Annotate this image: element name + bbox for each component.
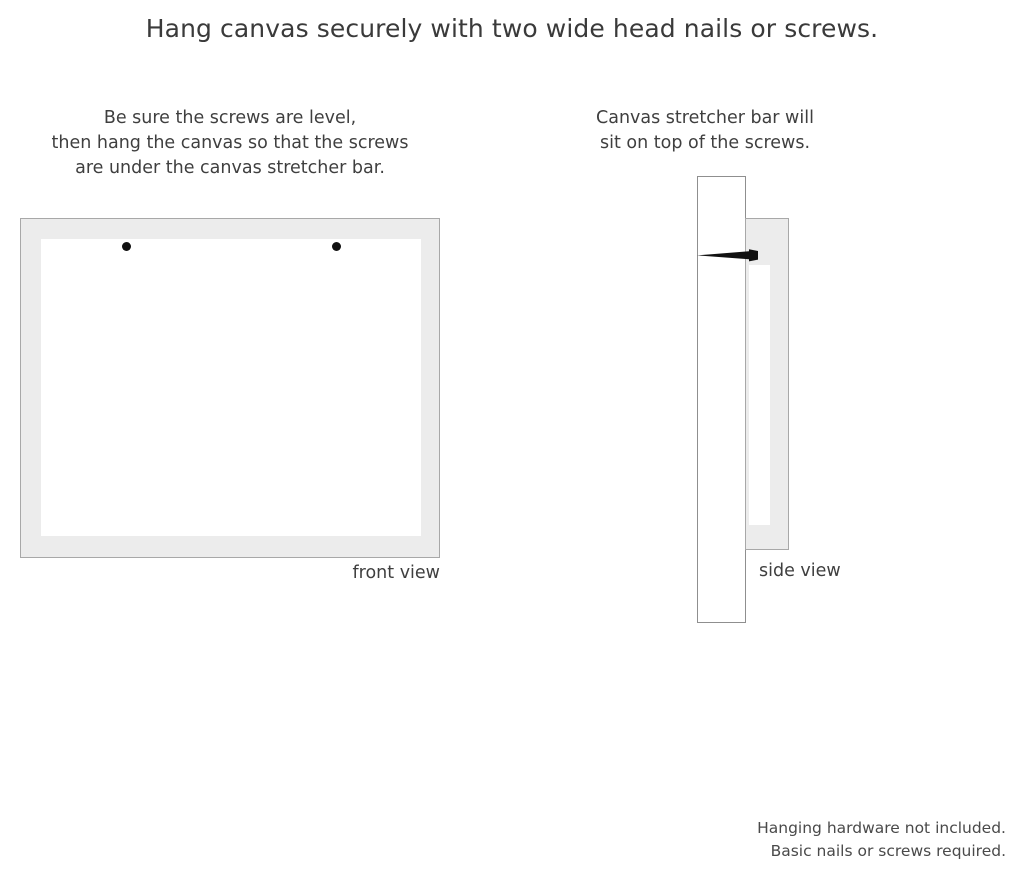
side-view-diagram: side view	[697, 176, 1007, 626]
footer-note: Hanging hardware not included. Basic nai…	[757, 817, 1006, 863]
front-view-caption: Be sure the screws are level, then hang …	[20, 106, 440, 181]
side-caption-line-1: Canvas stretcher bar will	[596, 108, 814, 128]
front-caption-line-1: Be sure the screws are level,	[103, 108, 357, 128]
screw-dot-right-icon	[332, 242, 341, 251]
screw-dot-left-icon	[122, 242, 131, 251]
front-caption-line-2: then hang the canvas so that the screws	[51, 133, 409, 153]
canvas-frame-front	[20, 218, 440, 558]
stretcher-bar-inner-face	[749, 265, 770, 525]
front-view-label: front view	[352, 563, 441, 583]
page-title: Hang canvas securely with two wide head …	[145, 14, 879, 43]
wall-rect	[697, 176, 746, 623]
footer-line-1: Hanging hardware not included.	[757, 819, 1006, 837]
front-view-diagram: front view	[20, 218, 440, 583]
screw-side-icon	[697, 249, 758, 262]
side-view-label: side view	[759, 561, 841, 581]
front-caption-line-3: are under the canvas stretcher bar.	[75, 158, 385, 178]
canvas-face	[41, 239, 421, 536]
side-view-caption: Canvas stretcher bar will sit on top of …	[585, 106, 825, 156]
footer-line-2: Basic nails or screws required.	[770, 842, 1006, 860]
side-caption-line-2: sit on top of the screws.	[599, 133, 811, 153]
